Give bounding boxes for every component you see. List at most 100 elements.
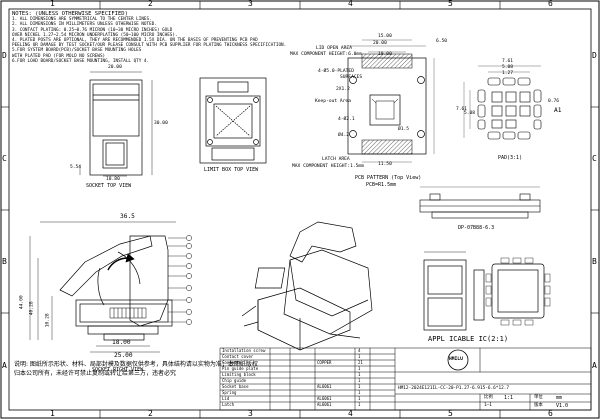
note-line: 4. PLATED POSTS ARE OPTIONAL, THEY ARE R… [12, 38, 258, 44]
zone-label-bottom: 3 [248, 409, 253, 418]
dim-label: 6.50 [436, 39, 448, 44]
socket-right-view [29, 221, 192, 353]
zone-label-bottom: 2 [148, 409, 153, 418]
view-caption: PAD(3:1) [498, 155, 523, 161]
view-caption: DP-07B88-6.3 [458, 225, 495, 231]
view-caption: LIMIT BOX TOP VIEW [204, 167, 259, 173]
view-caption: APPL ICABLE IC(2:1) [428, 335, 509, 343]
callout: SURFACES [340, 75, 363, 80]
bom-desc: Socket base [222, 384, 249, 389]
logo-mark [447, 349, 469, 371]
zone-label-bottom: 6 [548, 409, 553, 418]
zone-label-top: 2 [148, 0, 153, 8]
dim-label: 4-Ø2.1 [338, 117, 355, 122]
dim-label: 0.76 [548, 99, 560, 104]
note-line: 2. ALL DIMENSIONS IN MILLIMETERS UNLESS … [12, 22, 157, 28]
zone-label-bottom: 4 [348, 409, 353, 418]
dim-label: 15.00 [378, 34, 392, 39]
bom-qty: 1 [358, 366, 361, 371]
bom-desc: Contacts [222, 360, 242, 365]
dim-label: 10.28 [45, 313, 51, 328]
zone-label-side: D [592, 51, 597, 60]
pad-view [463, 65, 542, 140]
dim-label: 25.00 [114, 352, 133, 359]
dim-label: 44.00 [19, 295, 25, 310]
dim-label: 7.61 [456, 107, 468, 112]
dim-label: 40.28 [29, 301, 35, 316]
note-line: 1. ALL DIMENSIONS ARE SYMMETRICAL TO THE… [12, 17, 152, 23]
zone-label-top: 4 [348, 0, 353, 8]
disclaimer-note: 说明: 图纸所示形状、材料、局部封模及数据仅供参考，具体结构请以实物为准；本图纸… [14, 360, 258, 378]
dim-label: 20.00 [108, 65, 122, 70]
callout: MAX COMPONENT HEIGHT:1.5mm [292, 164, 364, 169]
zone-label-top: 6 [548, 0, 553, 8]
unit-label: 单位 [534, 395, 543, 400]
bom-qty: 1 [358, 384, 361, 389]
unit-value: mm [556, 395, 563, 401]
callout: LID OPEN AREA [316, 46, 352, 51]
version-label: 版本 [534, 403, 543, 408]
company-logo-text: HMILU [449, 357, 463, 362]
disclaimer-line: 说明: 图纸所示形状、材料、局部封模及数据仅供参考，具体结构请以实物为准；本图纸… [14, 361, 258, 368]
note-line: PEELING OR DAMAGE BY TEST SOCKET/OUR PLE… [12, 43, 287, 49]
note-line: 3. CONTACT PLATING: 0.25~0.76 MICRON (10… [12, 27, 173, 33]
dim-label: Ø4.2 [338, 133, 350, 138]
bom-material: COPPER [317, 360, 332, 365]
bom-desc: Lid [222, 396, 230, 401]
bom-qty: 21 [358, 360, 363, 365]
bom-desc: Limiting block [222, 372, 256, 377]
dim-label: 18.00 [112, 339, 131, 346]
note-line: 6.FOR LOAD BOARD/SOCKET BASE MOUNTING, I… [12, 58, 150, 64]
pin1-label: A1 [554, 107, 562, 114]
dim-label: 5.08 [464, 111, 476, 116]
disclaimer-line: 归本公司所有，未经许可禁止复制或转让给第三方，违者必究 [14, 370, 177, 377]
note-line: 5.FOR SYSTEM BOARD(PCB)/SOCKET BASE MOUN… [12, 48, 142, 54]
socket-top-view [79, 71, 153, 177]
bom-qty: 1 [358, 402, 361, 407]
bom-qty: 1 [358, 396, 361, 401]
bom-desc: Chip guide [222, 378, 247, 383]
socket-isometric-view [241, 221, 373, 351]
zone-label-side: A [2, 361, 7, 370]
dim-label: 10.00 [378, 52, 392, 57]
zone-label-top: 1 [50, 0, 55, 8]
bom-material: AL6061 [317, 402, 332, 407]
applicable-ic-view [423, 251, 551, 331]
dim-label: 11.50 [378, 162, 392, 167]
dim-label: 1.27 [502, 71, 514, 76]
limit-box-view [199, 77, 267, 164]
notes-title: NOTES: (UNLESS OTHERWISE SPECIFIED) [12, 11, 128, 17]
sheet-value: 1—1 [484, 403, 492, 408]
bom-qty: 4 [358, 348, 361, 353]
bom-material: AL6061 [317, 384, 332, 389]
zone-label-side: D [2, 51, 7, 60]
revision-value: V1.0 [556, 403, 569, 409]
bom-qty: 1 [358, 378, 361, 383]
scale-value: 1:1 [504, 395, 514, 401]
bom-desc: Installation screw [222, 348, 266, 353]
bom-qty: 1 [358, 354, 361, 359]
side-profile-view [419, 186, 541, 219]
callout: MAX COMPONENT HEIGHT:6.0mm [290, 52, 362, 57]
bom-desc: Spring [222, 390, 237, 395]
dim-label: 7.61 [502, 59, 514, 64]
part-number: HM12-2024E121IL-CC-20-P1.27-6.915-6.6*12… [398, 386, 510, 391]
zone-label-side: C [2, 154, 7, 163]
general-notes: NOTES: (UNLESS OTHERWISE SPECIFIED) 1. A… [12, 11, 287, 64]
zone-label-bottom: 5 [448, 409, 453, 418]
bom-qty: 1 [358, 390, 361, 395]
bom-desc: Latch [222, 402, 235, 407]
zone-label-side: B [592, 257, 597, 266]
zone-label-bottom: 1 [50, 409, 55, 418]
dim-label: 30.00 [154, 121, 168, 126]
note-line: OVER NICKEL 1.27~2.54 MICRON UNDERPLATIN… [12, 32, 178, 38]
zone-label-side: C [592, 154, 597, 163]
bom-desc: Contact cover [222, 354, 254, 359]
view-caption: SOCKET RIGHT VIEW [92, 367, 144, 373]
bom-material: AL6061 [317, 396, 332, 401]
view-caption: PCB PATTERN (Top View) [355, 175, 422, 181]
dim-label: 5.54 [70, 165, 82, 170]
zone-label-top: 5 [448, 0, 453, 8]
zone-label-top: 3 [248, 0, 253, 8]
